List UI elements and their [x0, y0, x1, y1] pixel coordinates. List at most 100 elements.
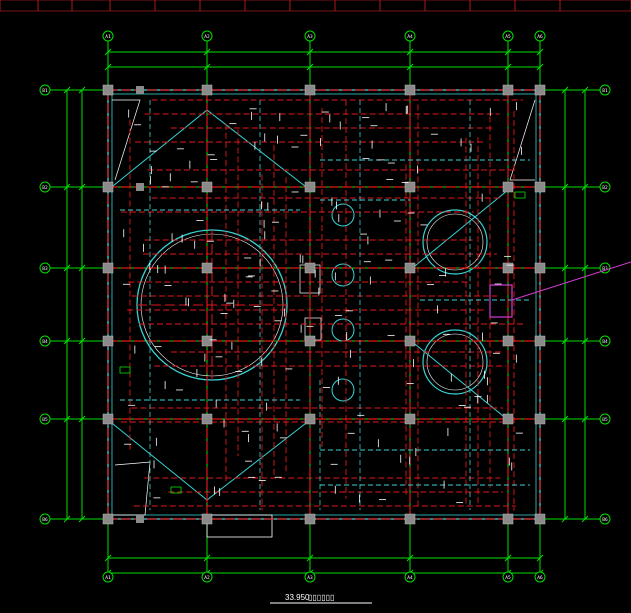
column — [201, 513, 213, 525]
beam-annotations — [119, 102, 526, 504]
diagonal-wall — [409, 189, 509, 271]
dimension-tick — [406, 554, 414, 562]
dimension-tick — [306, 48, 314, 56]
axis-bubble-label: A6 — [537, 575, 543, 581]
axis-bubble-label: A4 — [407, 575, 413, 581]
axis-bubble-label: B4 — [42, 339, 48, 345]
column — [304, 335, 316, 347]
circular-tank-upper-inner — [426, 213, 484, 271]
column — [404, 335, 416, 347]
dimension-tick — [78, 264, 86, 272]
column — [404, 513, 416, 525]
column — [404, 181, 416, 193]
column — [504, 337, 512, 345]
column — [502, 513, 514, 525]
dimension-tick — [203, 554, 211, 562]
diagonal-wall — [206, 419, 311, 501]
axis-bubble — [39, 513, 51, 525]
dimension-tick — [536, 554, 544, 562]
dimension-tick — [78, 183, 86, 191]
dimension-tick — [63, 415, 71, 423]
drawing-title: 33.950 — [285, 593, 310, 602]
dimension-tick — [561, 183, 569, 191]
column — [304, 84, 316, 96]
dimension-tick — [406, 63, 414, 71]
axis-bubble-label: A3 — [307, 575, 313, 581]
bottom-opening — [206, 514, 273, 538]
column — [534, 335, 546, 347]
small-circular-opening — [331, 263, 355, 287]
dimension-tick — [581, 515, 589, 523]
axis-bubble — [102, 571, 114, 583]
diagonal-wall — [409, 339, 509, 421]
axis-bubble — [404, 571, 416, 583]
dimension-tick — [104, 63, 112, 71]
column — [504, 264, 512, 272]
axis-bubble-label: B1 — [42, 88, 48, 94]
beam-layout — [107, 89, 541, 520]
axis-bubble-label: B6 — [42, 517, 48, 523]
axis-bubble-label: B1 — [602, 88, 608, 94]
circular-tank-lower — [422, 329, 488, 395]
axis-bubble — [599, 262, 611, 274]
highlighted-opening[interactable] — [489, 284, 513, 318]
column — [201, 181, 213, 193]
dimension-tick — [104, 554, 112, 562]
column — [404, 413, 416, 425]
axis-bubble-label: A2 — [204, 34, 210, 40]
dimension-tick — [581, 415, 589, 423]
top-tab-strip[interactable] — [0, 0, 631, 12]
dimension-tick — [406, 48, 414, 56]
axis-bubble — [404, 30, 416, 42]
axis-bubble — [599, 335, 611, 347]
column — [102, 84, 114, 96]
axis-bubble-label: A5 — [505, 34, 511, 40]
column — [534, 262, 546, 274]
axis-bubble-label: B2 — [602, 185, 608, 191]
axis-bubble — [39, 335, 51, 347]
dimension-tick — [306, 63, 314, 71]
dimension-tick — [561, 86, 569, 94]
axis-bubble-label: A1 — [105, 34, 111, 40]
column — [136, 183, 144, 191]
dimension-tick — [104, 48, 112, 56]
columns — [102, 84, 546, 525]
axis-bubble-label: B6 — [602, 517, 608, 523]
axis-bubble — [599, 84, 611, 96]
column — [502, 181, 514, 193]
dimension-tick — [504, 554, 512, 562]
leader-line — [511, 261, 631, 301]
circular-tank-lower-inner — [426, 333, 484, 391]
dimension-tick — [581, 264, 589, 272]
dimension-tick — [504, 63, 512, 71]
dimension-tick — [78, 86, 86, 94]
tab-strip-bg — [0, 0, 631, 12]
dimension-tick — [78, 337, 86, 345]
dimension-tick — [63, 337, 71, 345]
column — [502, 84, 514, 96]
axis-bubble — [304, 30, 316, 42]
axis-bubble-label: B5 — [602, 417, 608, 423]
axis-bubble-label: A1 — [105, 575, 111, 581]
dimension-tick — [63, 86, 71, 94]
dimension-tick — [581, 86, 589, 94]
dimension-tick — [581, 337, 589, 345]
dimension-tick — [536, 63, 544, 71]
axis-bubble — [502, 30, 514, 42]
dimension-tick — [561, 337, 569, 345]
axis-bubble — [39, 413, 51, 425]
axis-bubble — [599, 181, 611, 193]
axis-bubble — [502, 571, 514, 583]
column — [201, 84, 213, 96]
marker-box — [514, 191, 526, 199]
column — [102, 335, 114, 347]
column — [534, 181, 546, 193]
axis-bubble-label: A5 — [505, 575, 511, 581]
small-circular-opening — [331, 203, 355, 227]
axis-bubble-label: B4 — [602, 339, 608, 345]
small-circular-opening — [331, 378, 355, 402]
column — [201, 413, 213, 425]
axis-bubble — [304, 571, 316, 583]
